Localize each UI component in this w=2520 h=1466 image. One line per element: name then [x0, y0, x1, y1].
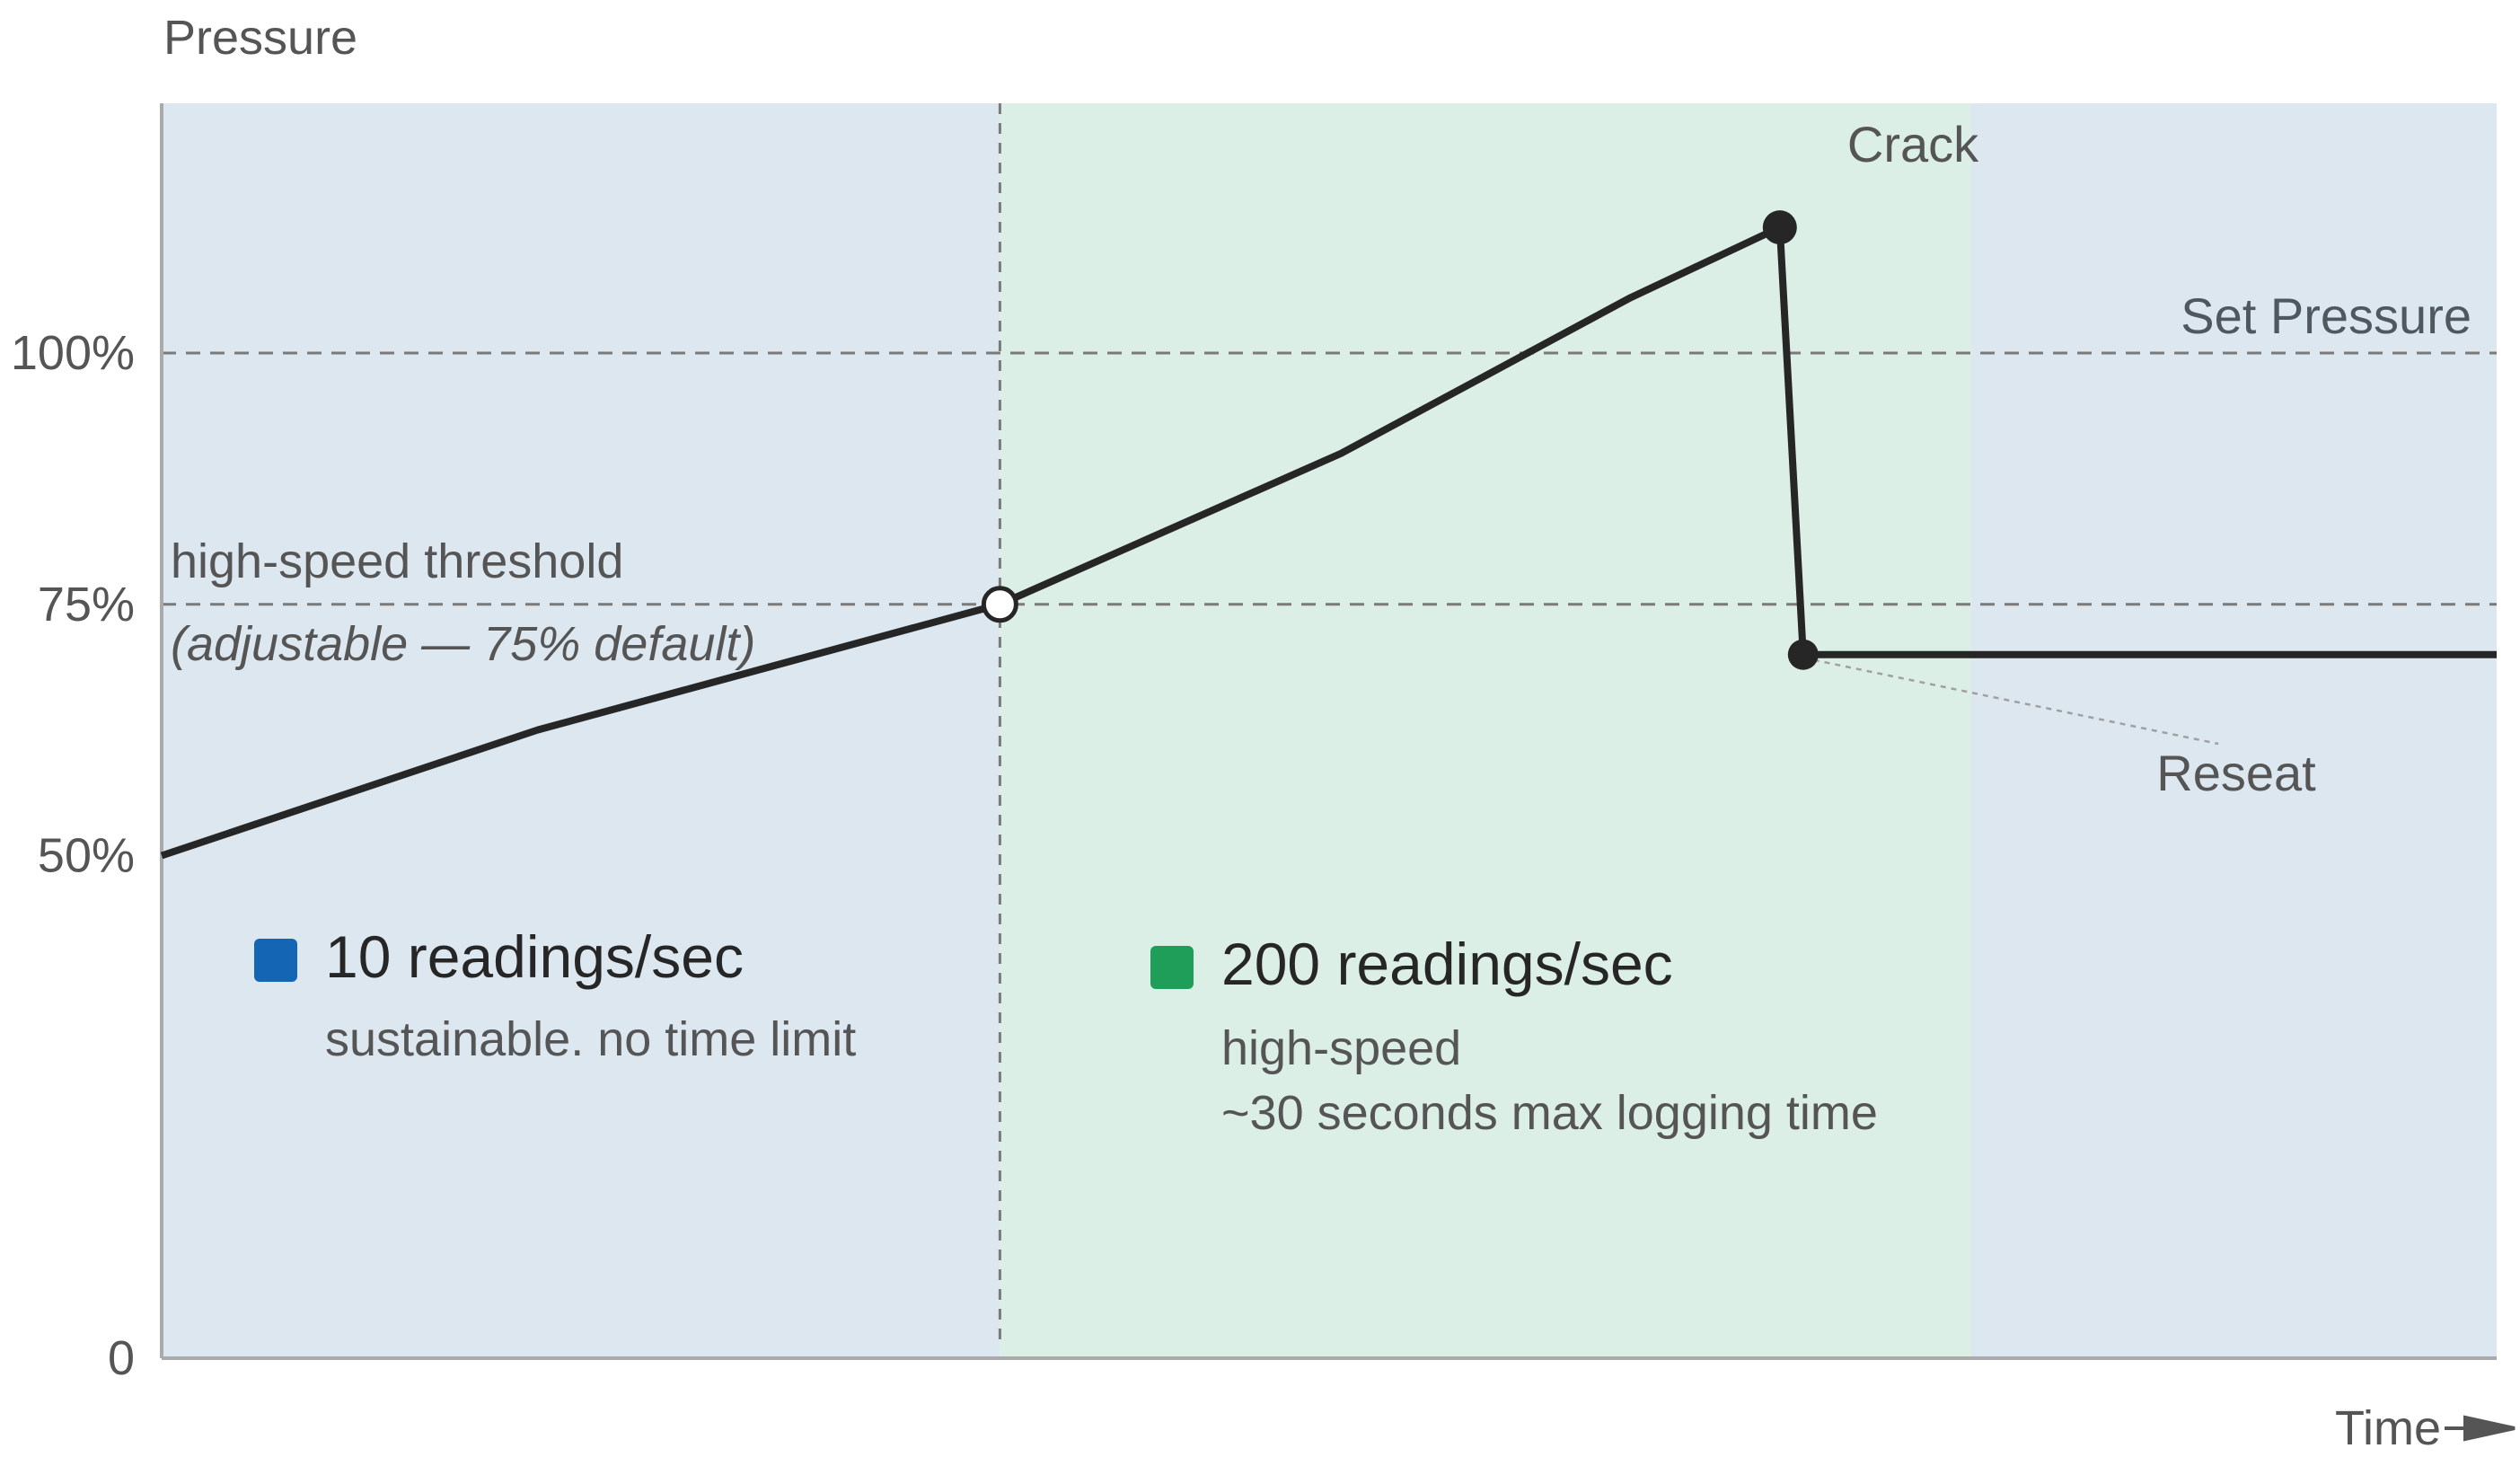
y-tick-label-75: 75%: [38, 578, 135, 631]
set-pressure-label: Set Pressure: [2181, 287, 2472, 344]
region-band-2: [1971, 103, 2497, 1358]
x-axis-title: Time: [2335, 1401, 2441, 1455]
threshold-sublabel: (adjustable — 75% default): [171, 617, 755, 671]
pressure-series-line: [160, 224, 2497, 860]
y-tick-label-50: 50%: [38, 829, 135, 883]
legend-swatch-10-readings: [254, 939, 297, 982]
legend-label-200-readings: 200 readings/sec: [1221, 931, 1673, 997]
reference-lines: [162, 103, 2497, 1342]
legend-label-10-readings: 10 readings/sec: [325, 923, 744, 990]
x-axis-arrow-icon: [2445, 1415, 2516, 1442]
region-band-0: [162, 103, 1000, 1358]
reseat-leader-line: [1813, 658, 2219, 746]
crack-marker: [1762, 210, 1797, 245]
y-axis-title: Pressure: [163, 11, 357, 65]
reseat-label: Reseat: [2156, 745, 2316, 801]
reseat-marker: [1787, 639, 1819, 670]
y-tick-label-100: 100%: [11, 326, 135, 380]
threshold-label: high-speed threshold: [171, 534, 623, 588]
crack-label: Crack: [1847, 116, 1979, 172]
legend-swatch-200-readings: [1150, 946, 1194, 989]
axes: [160, 103, 2516, 1442]
y-tick-label-0: 0: [108, 1331, 135, 1385]
series-layer: [160, 224, 2497, 860]
marker-layer: [981, 210, 2219, 746]
region-band-1: [1000, 103, 1971, 1358]
legend-desc-10-readings: sustainable. no time limit: [325, 1012, 856, 1066]
legend-desc-200-readings-line1: high-speed: [1221, 1021, 1461, 1075]
legend-desc-200-readings-line2: ~30 seconds max logging time: [1221, 1086, 1878, 1140]
threshold-crossing-marker: [981, 586, 1018, 623]
rate-regions: [162, 103, 2497, 1358]
